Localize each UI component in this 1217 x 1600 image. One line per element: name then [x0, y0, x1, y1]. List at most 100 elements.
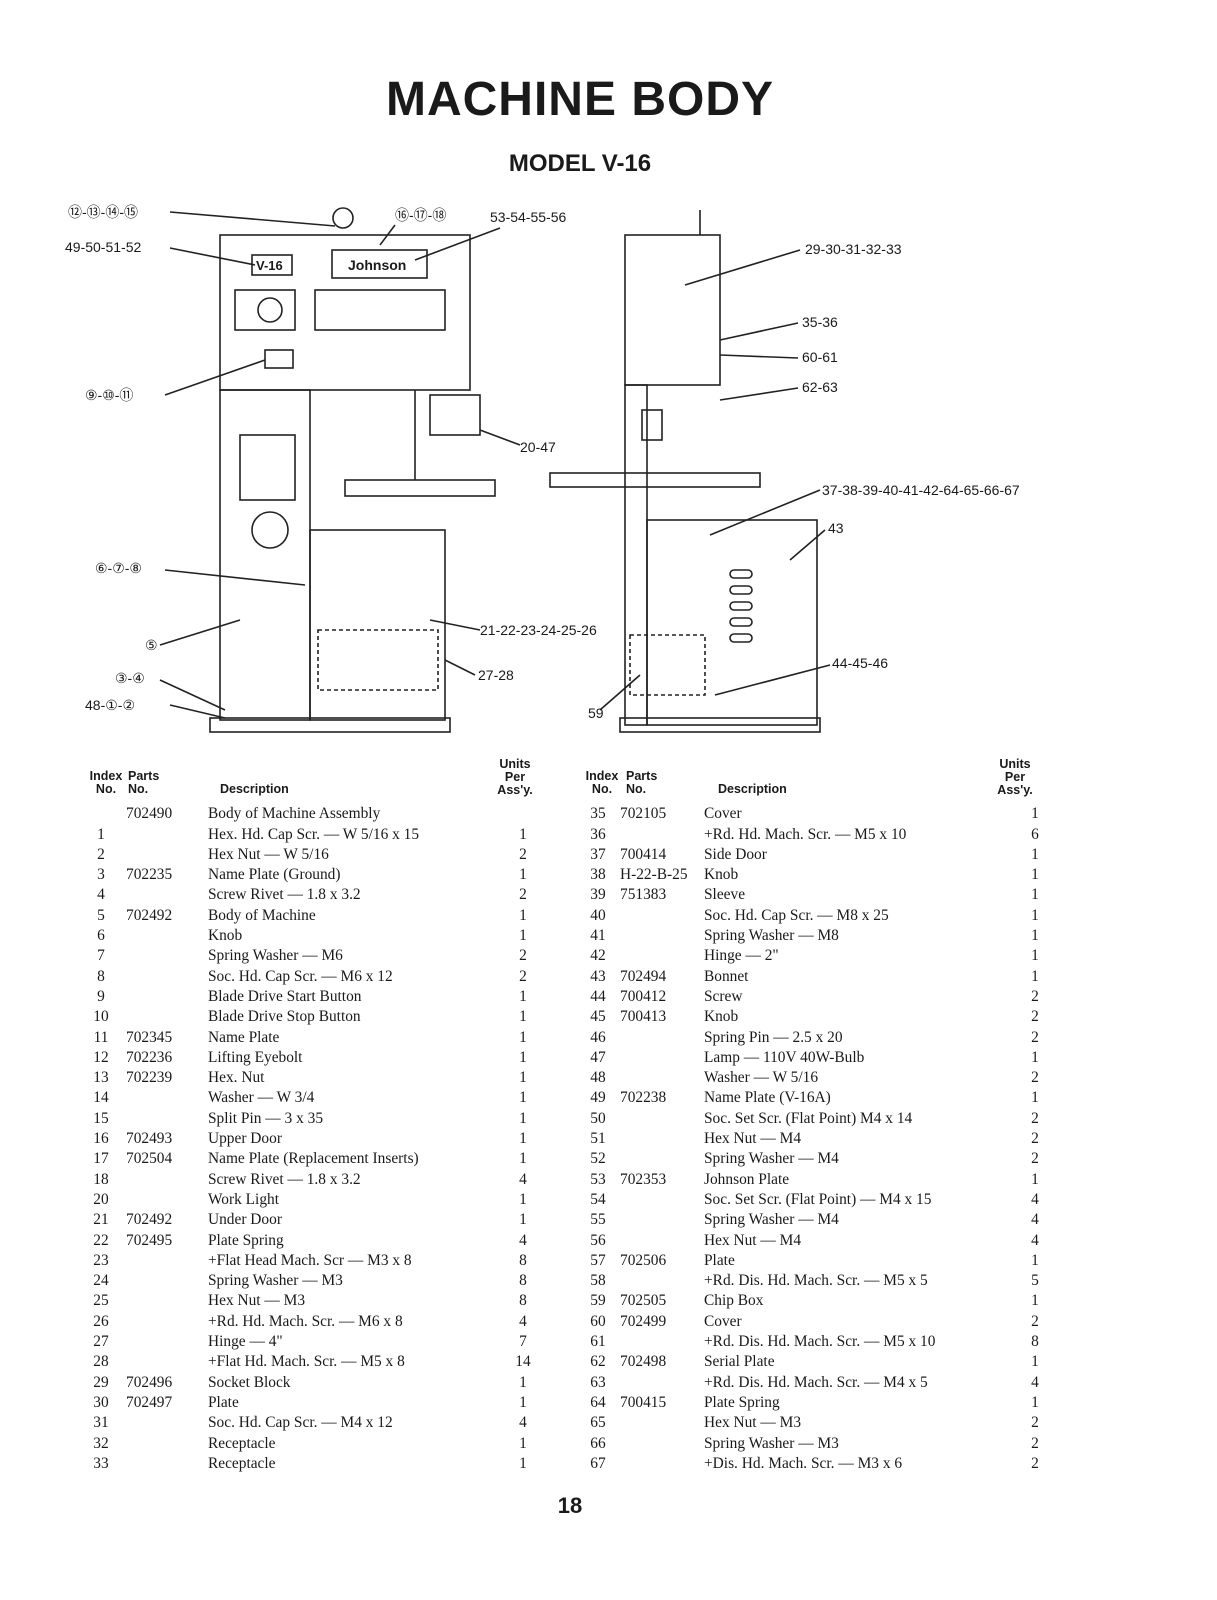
units-per-assy: 2: [519, 886, 527, 904]
units-per-assy: 1: [1031, 1251, 1039, 1269]
part-no: 700415: [620, 1393, 667, 1411]
description: Under Door: [208, 1211, 282, 1229]
units-per-assy: 1: [519, 1454, 527, 1472]
description: Soc. Hd. Cap Scr. — M6 x 12: [208, 967, 393, 985]
description: +Dis. Hd. Mach. Scr. — M3 x 6: [704, 1454, 903, 1472]
control-panel: [239, 434, 296, 501]
index-no: 14: [93, 1089, 109, 1107]
description: Serial Plate: [704, 1353, 775, 1371]
description: Hex Nut — M4: [704, 1231, 802, 1249]
part-no: [620, 1026, 704, 1046]
units-per-assy: 2: [1031, 1150, 1039, 1168]
table-row: 14 Washer — W 3/4 1: [80, 1087, 538, 1107]
page-title: MACHINE BODY: [385, 73, 774, 126]
description: Receptacle: [208, 1454, 276, 1472]
part-no: [122, 1432, 208, 1452]
index-no: 43: [590, 967, 606, 985]
index-no: 15: [93, 1109, 109, 1127]
units-per-assy: 1: [519, 1150, 527, 1168]
index-no: 8: [97, 967, 105, 985]
units-per-assy: 4: [519, 1170, 527, 1188]
part-no: 702498: [620, 1353, 667, 1371]
index-no: 3: [97, 866, 105, 884]
index-no: 51: [590, 1130, 606, 1148]
part-no: 702497: [126, 1393, 173, 1411]
index-no: 49: [590, 1089, 606, 1107]
description: Body of Machine: [208, 906, 316, 924]
description: Hex. Nut: [208, 1069, 265, 1087]
lamp-front: [429, 394, 481, 436]
part-no: [122, 844, 208, 864]
side-lamp: [641, 409, 663, 441]
index-no: 37: [590, 845, 606, 863]
units-per-assy: 4: [519, 1312, 527, 1330]
part-no: 702504: [126, 1150, 173, 1168]
index-no: 33: [93, 1454, 109, 1472]
callout-35-36: 35-36: [802, 314, 838, 330]
description: +Rd. Dis. Hd. Mach. Scr. — M5 x 5: [704, 1272, 928, 1290]
description: Split Pin — 3 x 35: [208, 1109, 324, 1127]
callout-6-8: ⑥-⑦-⑧: [95, 560, 142, 576]
callout-9-11: ⑨-⑩-⑪: [85, 387, 133, 403]
index-no: 64: [590, 1393, 606, 1411]
index-no: 12: [93, 1048, 109, 1066]
units-per-assy: 1: [1031, 866, 1039, 884]
units-per-assy: 2: [519, 845, 527, 863]
machine-base: [209, 717, 451, 733]
units-per-assy: 1: [519, 1130, 527, 1148]
description: Name Plate (Ground): [208, 866, 341, 884]
callout-44-46: 44-45-46: [832, 655, 888, 671]
index-no: 31: [93, 1414, 109, 1432]
table-row: 33 Receptacle 1: [80, 1453, 538, 1473]
part-no: [122, 986, 208, 1006]
units-per-assy: 1: [1031, 967, 1039, 985]
part-no: 702236: [126, 1048, 173, 1066]
index-no: 18: [93, 1170, 109, 1188]
index-no: 52: [590, 1150, 606, 1168]
part-no: [620, 1209, 704, 1229]
units-per-assy: 1: [1031, 1048, 1039, 1066]
description: Washer — W 3/4: [208, 1089, 315, 1107]
callout-21-26: 21-22-23-24-25-26: [480, 622, 597, 638]
side-chip-box: [629, 634, 706, 696]
index-no: 56: [590, 1231, 606, 1249]
units-per-assy: 1: [519, 1089, 527, 1107]
index-no: 53: [590, 1170, 606, 1188]
side-upper: [624, 234, 721, 386]
description: Johnson Plate: [704, 1170, 790, 1188]
index-no: 58: [590, 1272, 606, 1290]
callout-53-56: 53-54-55-56: [490, 209, 566, 225]
index-no: 30: [93, 1393, 109, 1411]
index-no: 23: [93, 1251, 109, 1269]
index-no: 32: [93, 1434, 109, 1452]
index-no: 41: [590, 927, 606, 945]
index-no: 17: [93, 1150, 109, 1168]
button-box: [264, 349, 294, 369]
part-no: [620, 1412, 704, 1432]
units-per-assy: 1: [1031, 1393, 1039, 1411]
part-no: [620, 1371, 704, 1391]
part-no: [122, 1412, 208, 1432]
part-no: 702105: [620, 805, 667, 823]
units-per-assy: 2: [1031, 1312, 1039, 1330]
description: Hex Nut — W 5/16: [208, 845, 329, 863]
